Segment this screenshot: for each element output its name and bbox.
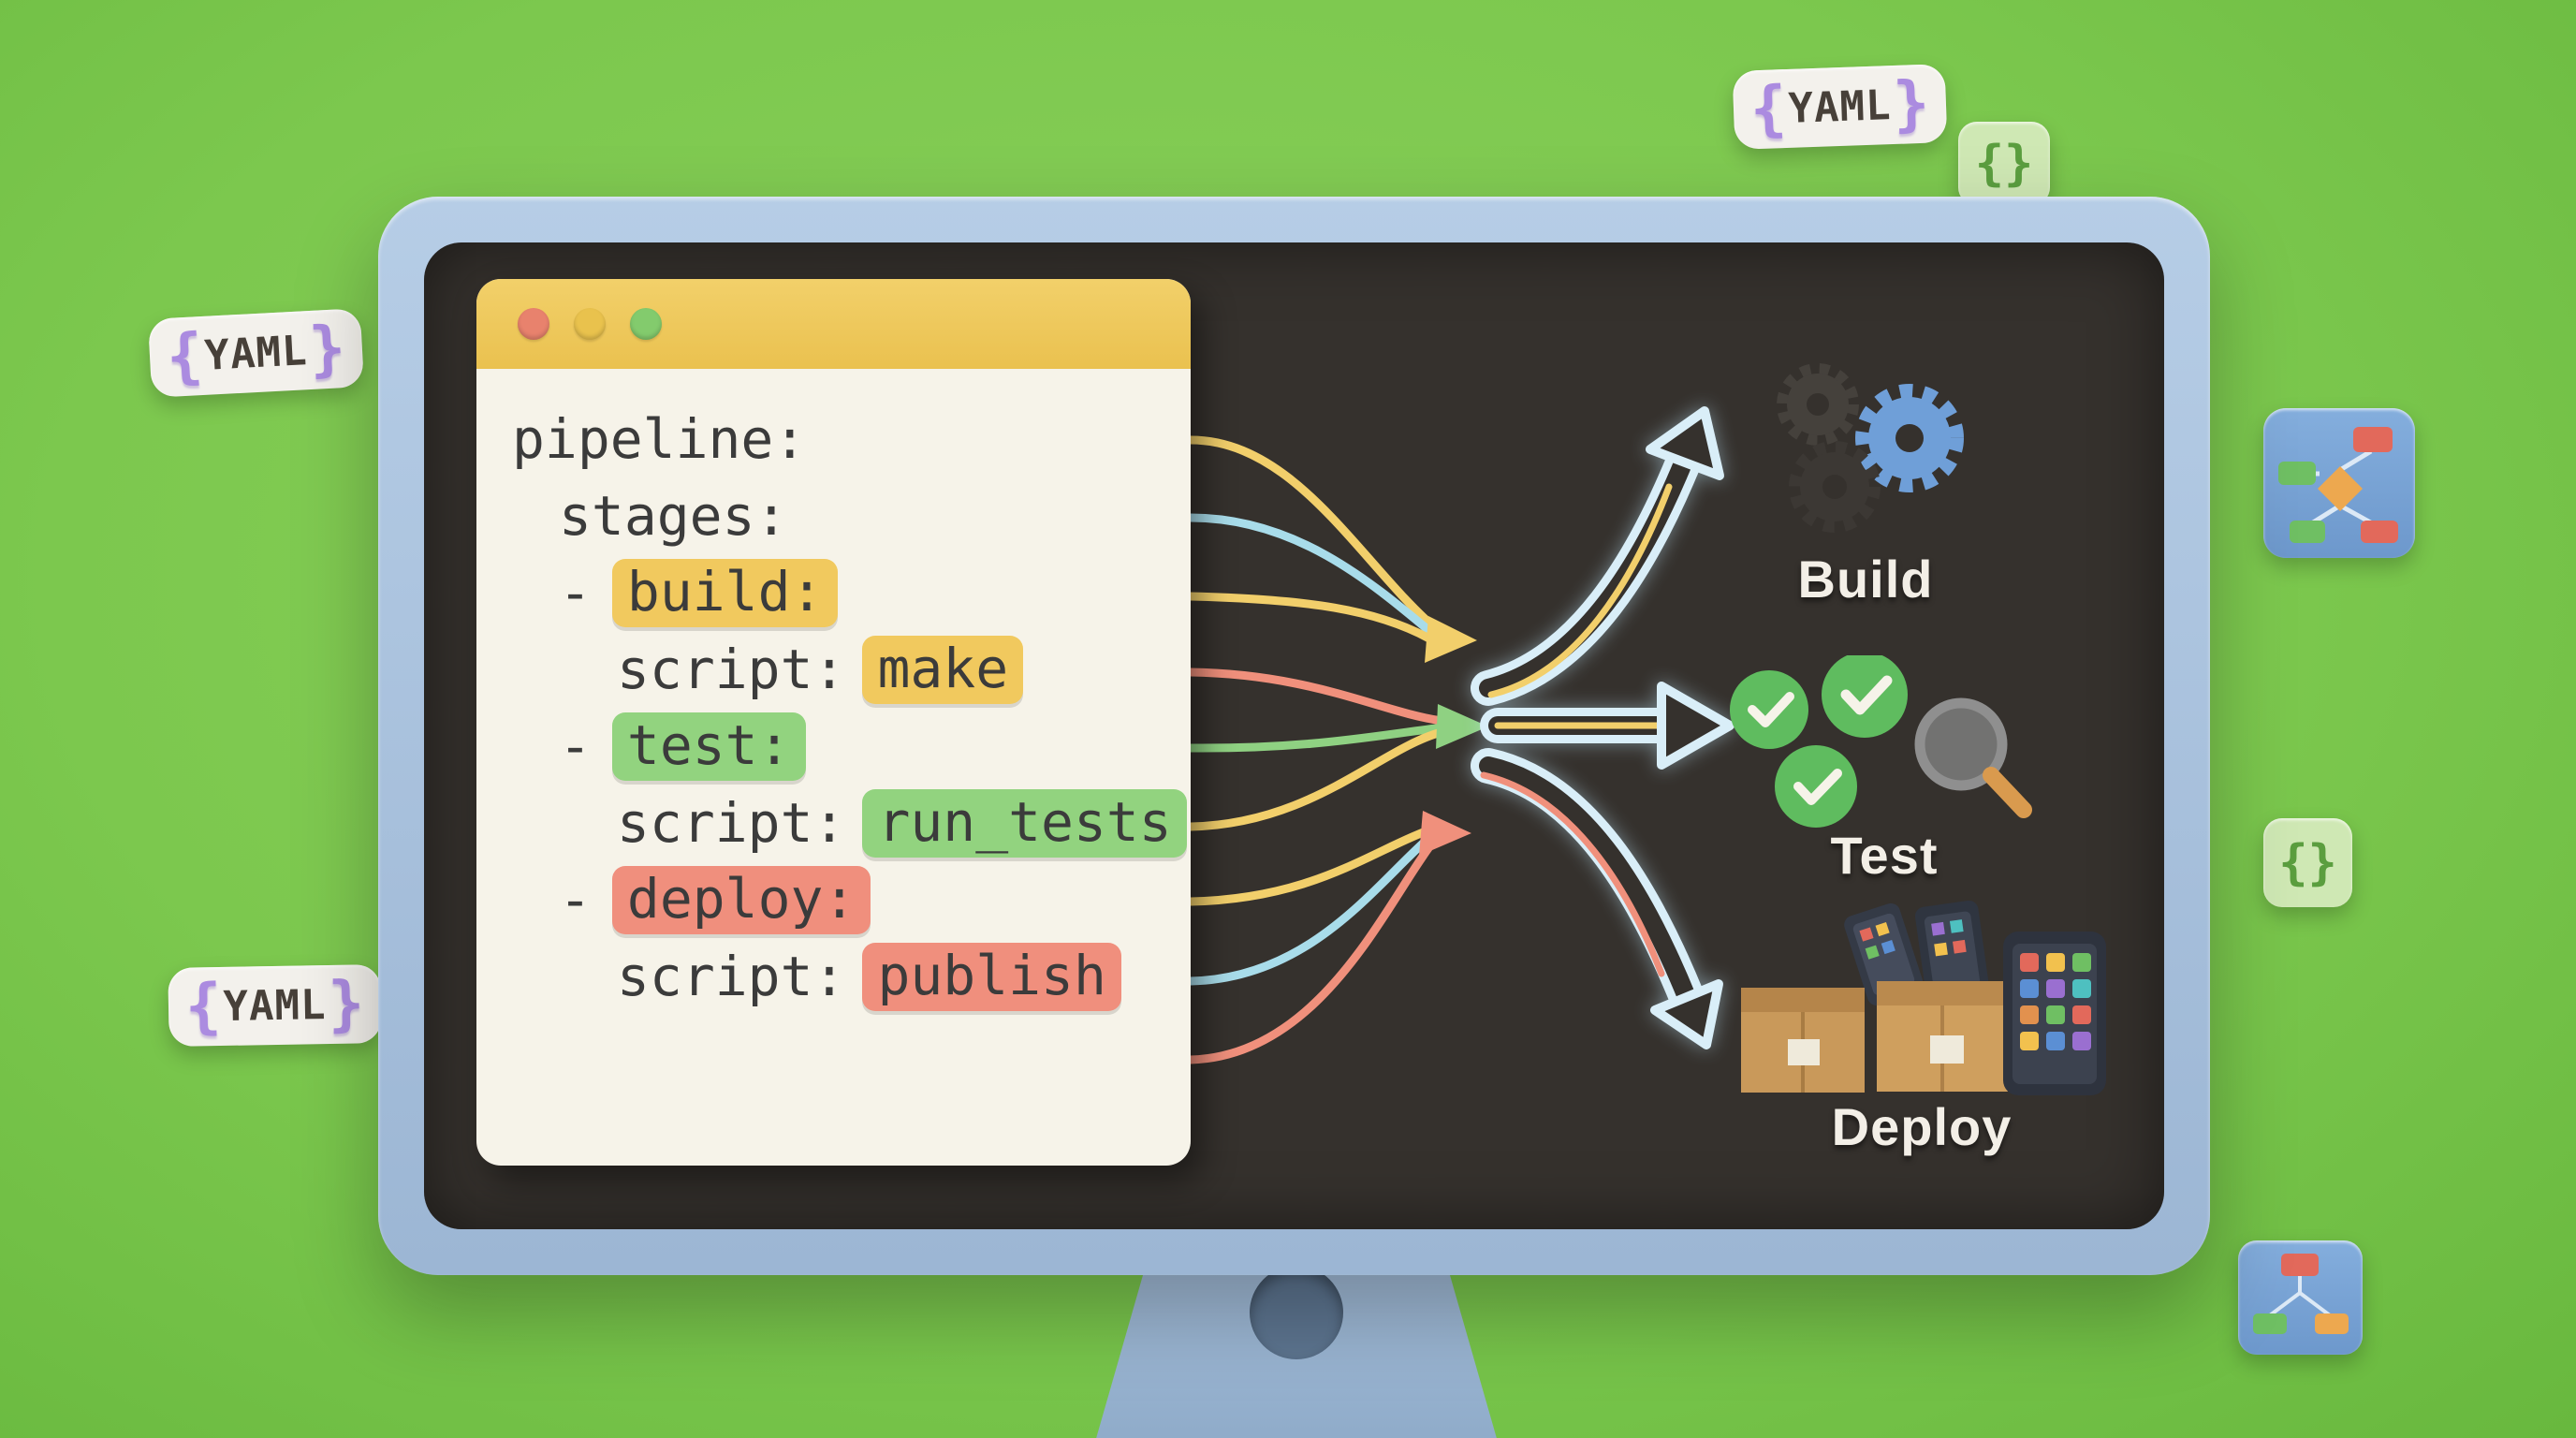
close-button[interactable] — [518, 308, 549, 340]
package-box-1 — [1741, 988, 1865, 1093]
arrow-to-deploy-outline — [1471, 748, 1705, 1015]
code-area: pipeline: stages: - build: script: make — [476, 369, 1191, 1015]
code-badge-build: build: — [611, 558, 839, 627]
check-circle-2 — [1822, 655, 1908, 738]
code-badge-make: make — [862, 635, 1024, 704]
code-line: stages: — [512, 477, 1191, 554]
code-badge-test: test: — [611, 712, 806, 781]
yaml-badge-left-top: { YAML } — [147, 308, 365, 398]
check-circle-3 — [1775, 745, 1857, 828]
code-line: script: make — [512, 631, 1191, 708]
gear-small-dark — [1777, 363, 1859, 446]
code-editor-window: pipeline: stages: - build: script: make — [476, 279, 1191, 1166]
flowchart-node-red — [2353, 427, 2393, 452]
code-badge-run-tests: run_tests — [862, 788, 1187, 858]
checkmarks-magnifier-icon — [1730, 655, 2032, 828]
arrow-to-deploy-head — [1650, 979, 1723, 1049]
code-token-key: script: — [617, 638, 846, 701]
arrowhead-salmon — [1419, 811, 1471, 856]
code-token-key: script: — [617, 791, 846, 855]
code-token-dash: - — [559, 868, 592, 932]
braces-badge-right: {} — [2263, 818, 2352, 907]
stage-label-deploy: Deploy — [1831, 1097, 2012, 1156]
code-token-dash: - — [559, 561, 592, 624]
code-badge-publish: publish — [862, 942, 1121, 1011]
flowchart-icon — [2253, 1254, 2349, 1334]
arrow-to-build-outline — [1471, 441, 1703, 706]
arrowhead-yellow — [1425, 616, 1477, 663]
flowchart-icon — [2278, 427, 2398, 543]
gear-medium-dark — [1789, 441, 1881, 533]
brace-open-icon: { — [165, 321, 205, 392]
stage-arrows — [1471, 406, 1734, 1049]
flowchart-connectors — [2268, 1276, 2332, 1317]
code-line: - deploy: — [512, 861, 1191, 938]
maximize-button[interactable] — [630, 308, 662, 340]
code-token: stages: — [559, 484, 788, 548]
flowchart-node-red2 — [2361, 521, 2398, 543]
converging-lines — [1186, 435, 1448, 1064]
flowchart-badge-right-top — [2263, 408, 2415, 558]
braces-badge-top: {} — [1958, 122, 2050, 206]
flowchart-badge-right-bottom — [2238, 1240, 2363, 1355]
flowchart-node-green2 — [2290, 521, 2325, 543]
code-line: script: publish — [512, 938, 1191, 1015]
brace-open-icon: { — [1749, 74, 1788, 145]
yaml-badge-top: { YAML } — [1732, 64, 1948, 150]
brace-open-icon: { — [184, 972, 223, 1042]
arrowhead-green — [1436, 704, 1488, 749]
flowchart-node-green — [2253, 1313, 2287, 1334]
code-line: - test: — [512, 708, 1191, 785]
yaml-label: YAML — [203, 326, 309, 380]
arrow-to-build-stripe — [1487, 483, 1673, 698]
brace-close-icon: } — [1892, 68, 1931, 139]
monitor: Build Test — [378, 197, 2210, 1275]
brace-close-icon: } — [327, 969, 365, 1039]
check-circle-1 — [1730, 670, 1808, 749]
arrow-to-deploy-core — [1479, 756, 1696, 1006]
stage-label-build: Build — [1797, 550, 1934, 609]
yaml-badge-left-bottom: { YAML } — [168, 964, 382, 1047]
code-token: pipeline: — [512, 407, 807, 471]
flowchart-node-red — [2281, 1254, 2319, 1276]
braces-icon: {} — [2278, 834, 2337, 891]
flowchart-node-green — [2278, 462, 2316, 485]
monitor-stand — [1095, 1245, 1498, 1438]
gears-icon — [1777, 363, 1964, 533]
brace-close-icon: } — [307, 314, 347, 385]
arrow-to-build-head — [1646, 406, 1724, 480]
package-box-2 — [1877, 981, 2008, 1092]
arrow-to-test-head — [1657, 682, 1734, 770]
code-token-dash: - — [559, 714, 592, 778]
gear-large-blue — [1855, 384, 1964, 492]
flowchart-node-diamond — [2318, 466, 2363, 511]
packages-phone-icon — [1741, 900, 2106, 1095]
code-token-key: script: — [617, 945, 846, 1008]
stand-cable-hole — [1250, 1266, 1343, 1359]
editor-titlebar — [476, 279, 1191, 369]
screen: Build Test — [424, 242, 2164, 1229]
yaml-label: YAML — [223, 980, 327, 1031]
code-badge-deploy: deploy: — [611, 865, 871, 934]
tilted-phone-2 — [1914, 900, 1990, 1007]
stage-label-test: Test — [1830, 826, 1939, 885]
yaml-label: YAML — [1787, 81, 1893, 133]
braces-icon: {} — [1974, 136, 2034, 192]
code-line: pipeline: — [512, 401, 1191, 477]
big-phone — [2003, 932, 2106, 1095]
code-line: script: run_tests — [512, 785, 1191, 861]
tilted-phone-1 — [1844, 902, 1924, 1005]
arrow-to-deploy-stripe — [1480, 771, 1665, 977]
minimize-button[interactable] — [574, 308, 606, 340]
magnifier-icon — [1914, 697, 2032, 818]
flowchart-node-orange — [2315, 1313, 2349, 1334]
arrow-to-build-core — [1479, 449, 1694, 697]
code-line: - build: — [512, 554, 1191, 631]
